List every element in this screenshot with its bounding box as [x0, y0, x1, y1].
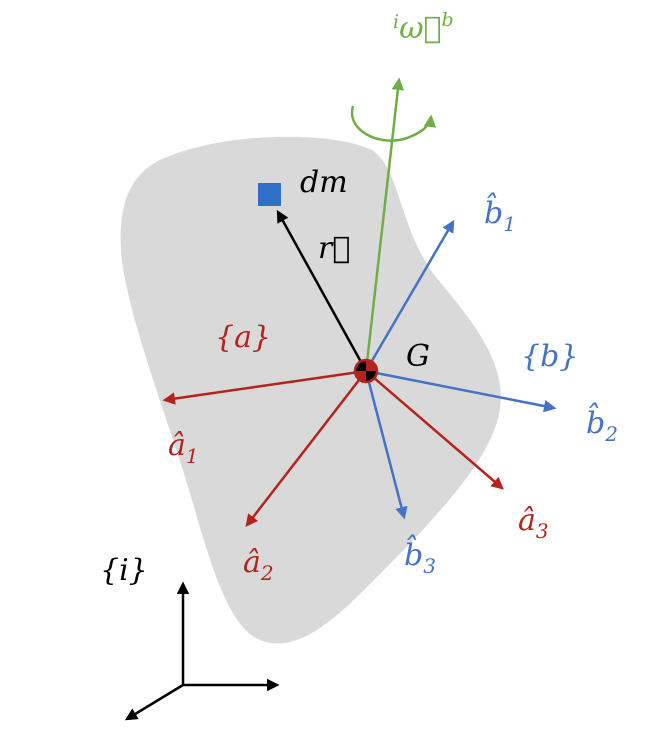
axis-a1: [162, 369, 367, 405]
axis-a3: [365, 370, 504, 490]
label-frame-b: {b}: [521, 339, 578, 374]
axis-b3: [364, 370, 408, 520]
center-of-mass-marker: [353, 358, 379, 384]
rigid-body-shape: [120, 136, 501, 644]
label-omega: iω⃗b: [393, 9, 454, 46]
axis-b2: [365, 369, 557, 413]
label-a1: â1: [168, 428, 199, 468]
label-a3: â3: [518, 503, 549, 543]
mass-element-dm: [258, 183, 281, 206]
label-frame-i: {i}: [100, 553, 148, 588]
label-b3: b̂3: [404, 534, 436, 578]
axis-a2: [245, 370, 367, 527]
label-G: G: [406, 339, 430, 374]
label-frame-a: {a}: [215, 320, 271, 355]
label-a2: â2: [243, 545, 274, 585]
angular-velocity-arrow: [364, 77, 405, 372]
axis-b1: [364, 219, 455, 372]
position-vector-r: [276, 209, 368, 372]
inertial-frame-axes: [124, 581, 280, 721]
label-b1: b̂1: [484, 192, 516, 236]
rotation-direction-arrow: [350, 105, 437, 142]
label-r: r⃗: [318, 231, 350, 266]
label-b2: b̂2: [586, 402, 618, 446]
label-dm: dm: [300, 165, 348, 200]
